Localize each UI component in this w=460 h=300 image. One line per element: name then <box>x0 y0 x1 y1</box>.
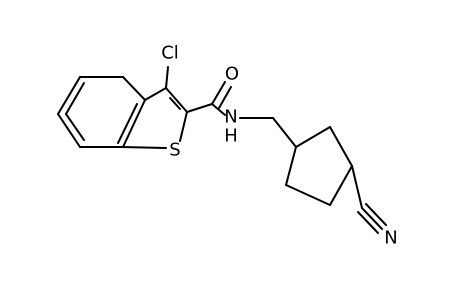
bond-thiophene-c3-c2 <box>165 87 188 113</box>
bond-nitrile-triple-3 <box>365 203 387 226</box>
bond-thiophene-s-c7a <box>122 146 167 149</box>
bond-nitrile-triple-2 <box>357 211 379 234</box>
nitrile-nitrogen-atom-label: N <box>384 228 397 249</box>
bond-thiophene-c3-c2-inner <box>169 97 181 110</box>
bond-c3-cl <box>165 66 169 89</box>
bond-thiophene-c2-s <box>179 111 188 142</box>
sulfur-atom-label: S <box>169 140 180 161</box>
bond-benzene-6 <box>57 113 81 148</box>
amide-hydrogen-atom-label: H <box>224 126 238 147</box>
bond-cyclohexane-5 <box>285 146 297 186</box>
oxygen-atom-label: O <box>225 64 239 85</box>
bond-cyclohexane-3 <box>329 165 353 206</box>
bond-benzene-3 <box>122 76 146 101</box>
bonds <box>57 66 387 234</box>
bond-benzene-4-inner <box>117 103 138 144</box>
bond-cyclohexane-4 <box>285 184 331 206</box>
bond-benzene-1-inner <box>65 82 85 115</box>
bond-cyclohexane-2 <box>329 126 353 167</box>
bond-thiophene-c3a-c3 <box>144 87 167 101</box>
bond-benzene-6-inner <box>65 113 85 141</box>
bond-cyclohexane-cn <box>351 165 363 209</box>
amide-nitrogen-atom-label: N <box>224 107 237 128</box>
bond-nitrile-triple-1 <box>361 207 383 230</box>
bond-carbonyl-o-outer <box>211 81 226 105</box>
atom-labels: Cl O N H S N <box>161 43 398 249</box>
bond-benzene-4 <box>122 99 146 148</box>
bond-benzene-1 <box>57 76 81 115</box>
bond-cyclohexane-1 <box>295 126 331 148</box>
bond-carbonyl-o-inner <box>218 86 232 109</box>
chlorine-atom-label: Cl <box>161 43 179 64</box>
bond-ch2-cyclohexane <box>272 117 297 148</box>
bond-carbonyl-n <box>211 103 226 116</box>
bond-c2-carbonyl <box>186 103 213 113</box>
